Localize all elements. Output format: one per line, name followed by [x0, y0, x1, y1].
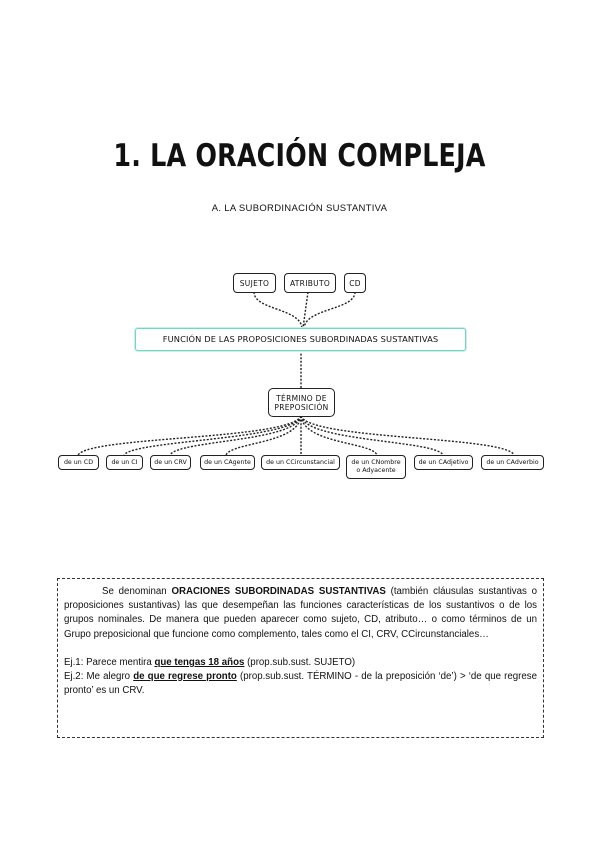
- leaf-ci: de un CI: [106, 455, 143, 470]
- definition-start: Se denominan: [102, 586, 172, 597]
- connector-leaf-ci: [123, 415, 302, 456]
- definition-term: ORACIONES SUBORDINADAS SUSTANTIVAS: [171, 586, 386, 597]
- leaf-ccircunstancial: de un CCircunstancial: [261, 455, 340, 470]
- leaf-cd: de un CD: [58, 455, 99, 470]
- node-main-function: FUNCIÓN DE LAS PROPOSICIONES SUBORDINADA…: [135, 328, 466, 351]
- section-subtitle: A. LA SUBORDINACIÓN SUSTANTIVA: [211, 203, 388, 214]
- leaf-cnombre: de un CNombre o Adyacente: [346, 455, 406, 479]
- connector-leaf-cd: [77, 415, 302, 456]
- node-cd: CD: [344, 273, 366, 293]
- definition-body: (también cláusulas sustantivas o proposi…: [64, 586, 538, 640]
- example-1-note: (prop.sub.sust. SUJETO): [244, 656, 356, 668]
- term-line-2: PREPOSICIÓN: [274, 402, 329, 412]
- connector-leaf-cagente: [225, 415, 302, 456]
- example-1-prefix: Ej.1: Parece mentira: [64, 656, 155, 668]
- leaf-cnombre-line-2: o Adyacente: [356, 467, 396, 474]
- example-2-prefix: Ej.2: Me alegro: [64, 671, 134, 683]
- leaf-cadjetivo: de un CAdjetivo: [414, 455, 473, 470]
- node-sujeto: SUJETO: [233, 273, 276, 293]
- example-2: Ej.2: Me alegro de que regrese pronto (p…: [64, 670, 537, 698]
- leaf-cadverbio: de un CAdverbio: [481, 455, 544, 470]
- example-1: Ej.1: Parece mentira que tengas 18 años …: [64, 656, 537, 670]
- connector-atributo: [302, 291, 309, 329]
- node-termino-preposicion: TÉRMINO DE PREPOSICIÓN: [268, 388, 335, 417]
- leaf-cagente: de un CAgente: [200, 455, 255, 470]
- example-2-highlight: de que regrese pronto: [133, 671, 237, 683]
- example-2-note: (prop.sub.sust. TÉRMINO - de la preposic…: [64, 671, 537, 697]
- connector-cd: [303, 291, 356, 329]
- connector-leaf-cadjetivo: [300, 415, 444, 456]
- leaf-cnombre-line-1: de un CNombre: [351, 459, 401, 467]
- connector-sujeto: [253, 291, 303, 329]
- example-1-highlight: que tengas 18 años: [154, 656, 245, 668]
- node-atributo: ATRIBUTO: [284, 273, 336, 293]
- connector-leaf-crv: [169, 415, 302, 456]
- connector-leaf-cadverbio: [300, 415, 515, 456]
- leaf-crv: de un CRV: [150, 455, 191, 470]
- page-title: 1. LA ORACIÓN COMPLEJA: [113, 138, 486, 174]
- definition-paragraph: Se denominan ORACIONES SUBORDINADAS SUST…: [64, 585, 537, 642]
- term-line-1: TÉRMINO DE: [276, 393, 327, 403]
- connector-leaf-cnombre: [300, 415, 378, 456]
- definition-box: Se denominan ORACIONES SUBORDINADAS SUST…: [57, 578, 544, 738]
